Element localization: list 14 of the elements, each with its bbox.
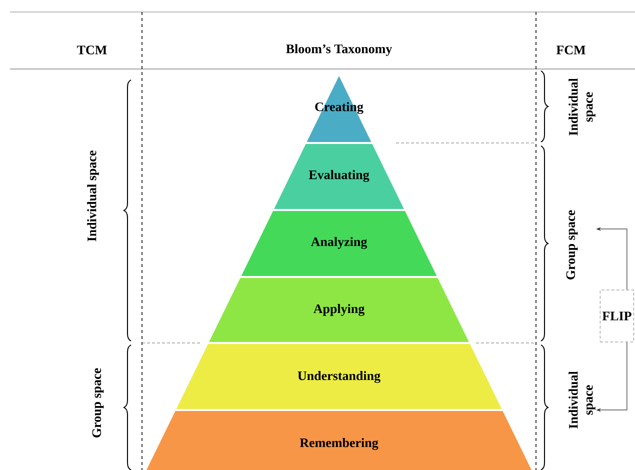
brace-label: Group space [566, 210, 578, 280]
pyramid-level: Remembering [144, 410, 534, 470]
brace-label: Individual space [87, 150, 99, 242]
brace-label: Individual space [568, 78, 596, 136]
column-header: Bloom’s Taxonomy [286, 44, 392, 56]
flip-box: FLIP [600, 290, 634, 342]
pyramid-level: Understanding [176, 344, 502, 409]
brace-label: Individual space [568, 371, 596, 428]
pyramid-level: Evaluating [274, 144, 404, 209]
pyramid-level: Analyzing [241, 210, 437, 276]
column-header: TCM [77, 46, 107, 54]
column-header: FCM [556, 46, 586, 54]
pyramid-level: Applying [209, 278, 469, 342]
brace-label: Group space [92, 368, 104, 438]
